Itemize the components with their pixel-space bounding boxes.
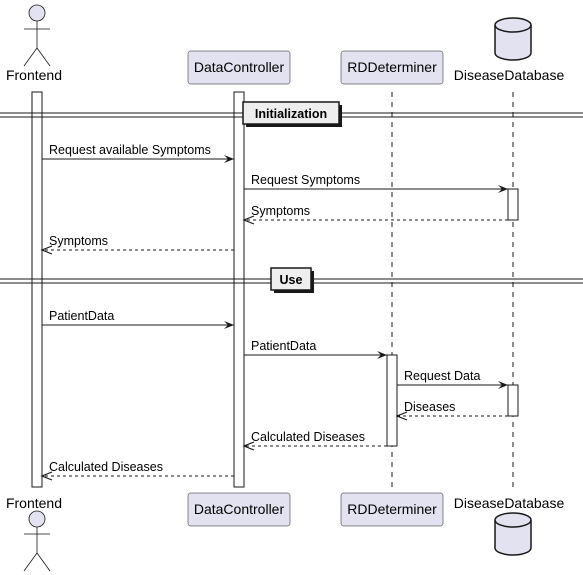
message-label: Symptoms xyxy=(251,204,310,218)
database-rim xyxy=(494,519,532,528)
participant-label-frontend: Frontend xyxy=(6,67,62,83)
participant-box-rd-bottom xyxy=(340,492,444,527)
message-label: Calculated Diseases xyxy=(251,430,365,444)
message-arrowhead xyxy=(377,351,387,359)
message-label: PatientData xyxy=(49,309,114,323)
message-label: Diseases xyxy=(404,400,455,414)
message-arrowhead xyxy=(395,411,408,421)
database-icon xyxy=(494,17,532,61)
participant-box-rd-label: RDDeterminer xyxy=(347,59,437,75)
activation-frontend xyxy=(31,91,43,488)
divider-box xyxy=(242,101,340,125)
actor-leg xyxy=(36,552,51,572)
participant-label-frontend-bottom: Frontend xyxy=(6,495,62,511)
participant-box-dc xyxy=(187,50,291,85)
message-label: Request available Symptoms xyxy=(49,143,211,157)
message-label: Symptoms xyxy=(49,234,108,248)
message-label: Request Symptoms xyxy=(251,173,360,187)
divider-label: Use xyxy=(280,273,303,287)
participant-box-dc-bottom xyxy=(187,492,291,527)
activation-db-2 xyxy=(507,384,519,417)
actor-head xyxy=(28,510,46,528)
message-arrowhead xyxy=(40,471,53,481)
participant-box-rd xyxy=(340,50,444,85)
message-label: Request Data xyxy=(404,369,480,383)
participant-label-db-bottom: DiseaseDatabase xyxy=(454,495,565,511)
database-rim xyxy=(494,24,532,33)
actor-leg xyxy=(36,47,51,67)
actor-leg xyxy=(23,552,38,572)
message-arrowhead xyxy=(242,441,255,451)
message-label: PatientData xyxy=(251,339,316,353)
participant-box-dc-bottom-label: DataController xyxy=(194,501,285,517)
actor-head xyxy=(28,4,46,22)
database-icon xyxy=(494,512,532,556)
message-arrowhead xyxy=(242,215,255,225)
message-arrowhead xyxy=(498,185,508,193)
activation-db-1 xyxy=(507,188,519,221)
message-arrowhead xyxy=(498,381,508,389)
message-arrowhead xyxy=(224,321,234,329)
actor-frontend xyxy=(23,4,51,67)
actor-leg xyxy=(23,47,38,67)
message-arrowhead xyxy=(224,155,234,163)
message-arrowhead xyxy=(40,245,53,255)
message-label: Calculated Diseases xyxy=(49,460,163,474)
participant-box-rd-bottom-label: RDDeterminer xyxy=(347,501,437,517)
participant-label-db: DiseaseDatabase xyxy=(454,67,565,83)
divider-label: Initialization xyxy=(255,107,327,121)
activation-rd xyxy=(386,354,398,447)
activation-dc xyxy=(233,91,245,488)
participant-box-dc-label: DataController xyxy=(194,59,285,75)
divider-box xyxy=(270,267,312,291)
